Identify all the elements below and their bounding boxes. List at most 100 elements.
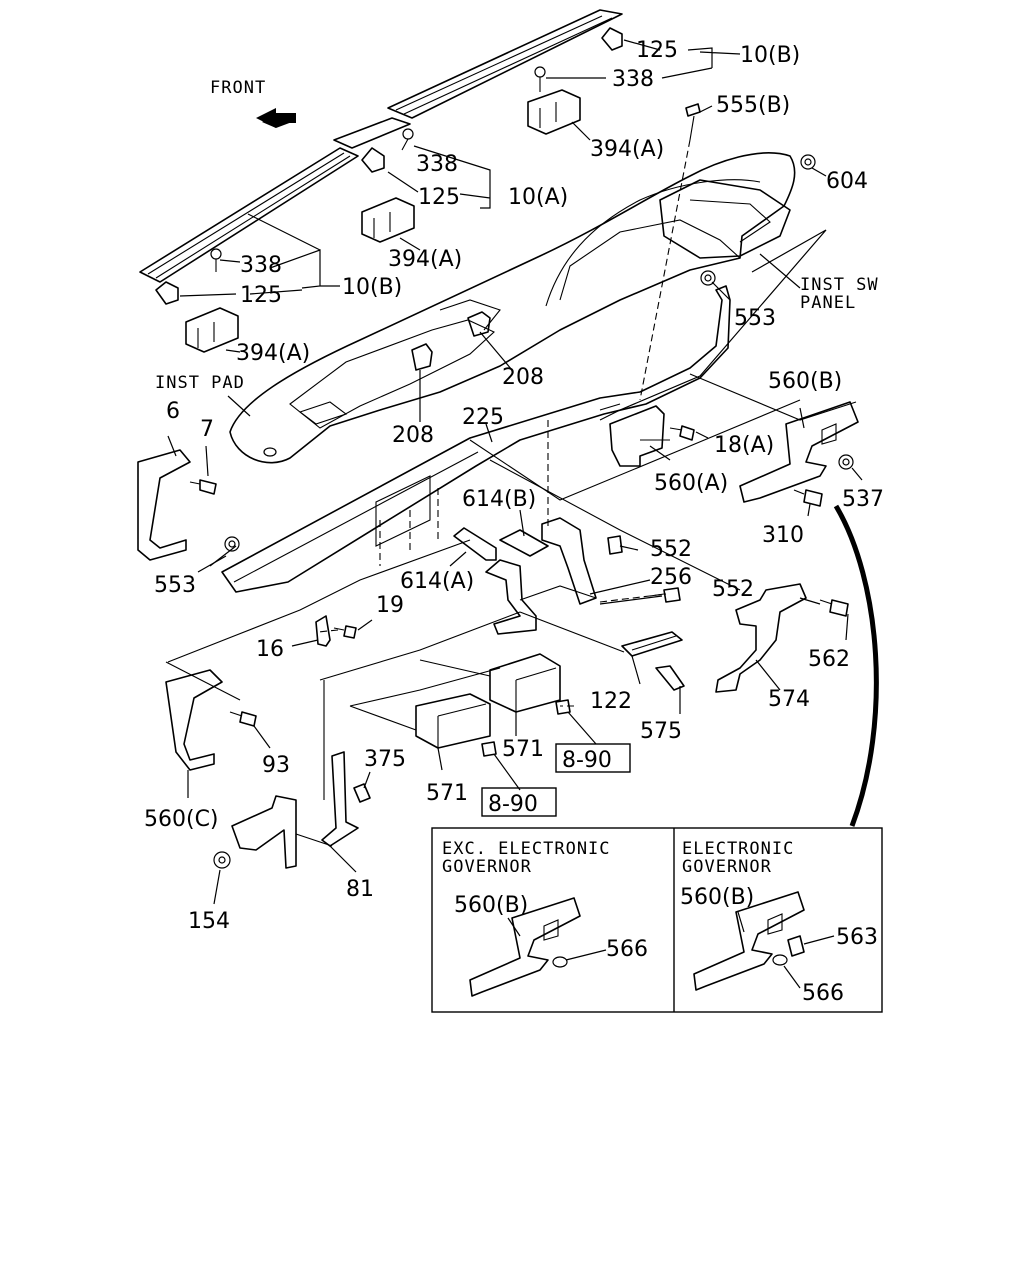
label-571-upper: 571 [502,737,544,762]
instrument-pad [229,152,796,464]
label-571-lower: 571 [426,781,468,806]
label-552-a: 552 [650,537,692,562]
box-571-upper [489,653,561,713]
leader-lines [167,39,863,905]
label-375: 375 [364,747,406,772]
label-8-90-upper: 8-90 [562,748,612,773]
label-338-upper: 338 [612,67,654,92]
bracket-574 [715,583,807,693]
label-122: 122 [590,689,632,714]
bracket-614b [499,529,549,557]
bracket-560c [165,669,223,771]
label-8-90-lower: 8-90 [488,792,538,817]
screw-571-upper [555,699,571,715]
inset-label-566-right: 566 [802,981,844,1006]
label-208-b: 208 [392,423,434,448]
bolt-552-a [607,535,623,555]
nut-537 [838,454,854,470]
label-81: 81 [346,877,374,902]
ref-box-8-90-lower [481,787,557,817]
label-10a: 10(A) [508,185,568,210]
inset-label-560b-left: 560(B) [454,893,528,918]
bracket-560a [609,405,670,467]
label-552-b: 552 [712,577,754,602]
inset-callout-curve [833,504,879,827]
box-571-lower [415,693,491,749]
inset-left-title-1: EXC. ELECTRONIC [442,839,611,859]
clip-125-upper [601,27,623,51]
bolt-19 [333,625,357,639]
governor-inset [431,827,883,1013]
bolt-93 [229,711,257,727]
bolt-562 [819,599,849,617]
label-7: 7 [200,417,214,442]
nut-154 [213,851,231,869]
inset-right-title-2: GOVERNOR [682,857,772,877]
nut-604 [800,154,816,170]
clip-125-middle [361,147,385,173]
label-16: 16 [256,637,284,662]
label-125-upper: 125 [636,38,678,63]
clip-208-a [467,311,491,337]
label-10b-upper: 10(B) [740,43,800,68]
clip-208-b [411,343,433,371]
label-553-lower: 553 [154,573,196,598]
label-19: 19 [376,593,404,618]
label-310: 310 [762,523,804,548]
inst-sw-label: INST SW [800,275,879,295]
label-338-lower: 338 [240,253,282,278]
bracket-614a [453,527,497,561]
label-125-middle: 125 [418,185,460,210]
pin-375 [353,783,371,803]
center-support-256 [485,517,597,635]
inst-pad-label: INST PAD [155,373,245,393]
inset-label-560b-right: 560(B) [680,885,754,910]
garnish-strip-middle [333,117,411,149]
screw-338-lower [210,248,222,272]
bracket-81 [231,751,359,869]
screw-571-lower [481,741,497,757]
label-225: 225 [462,405,504,430]
label-208-a: 208 [502,365,544,390]
label-562: 562 [808,647,850,672]
label-394a-lower: 394(A) [236,341,310,366]
label-10b-lower: 10(B) [342,275,402,300]
label-574: 574 [768,687,810,712]
dashed-guides [317,139,691,707]
bolt-555b [685,103,701,141]
inset-left-title-2: GOVERNOR [442,857,532,877]
front-label: FRONT [210,78,266,98]
label-256: 256 [650,565,692,590]
front-arrow-icon [256,108,296,128]
label-394a-upper: 394(A) [590,137,664,162]
clip-125-lower [155,281,179,305]
label-125-lower: 125 [240,283,282,308]
inst-sw-panel [659,179,791,259]
label-93: 93 [262,753,290,778]
garnish-strip-upper [387,9,623,119]
bolt-7 [189,479,217,495]
label-614b: 614(B) [462,487,536,512]
label-560a: 560(A) [654,471,728,496]
bolt-575 [655,665,685,691]
label-6: 6 [166,399,180,424]
label-18a: 18(A) [714,433,774,458]
label-338-middle: 338 [416,152,458,177]
inset-label-563: 563 [836,925,878,950]
label-560b: 560(B) [768,369,842,394]
panel-label: PANEL [800,293,856,313]
label-575: 575 [640,719,682,744]
guide-lines [165,373,857,800]
bolt-310 [793,489,823,507]
bolt-552-b [649,587,681,603]
label-537: 537 [842,487,884,512]
bracket-560b [739,401,859,503]
inset-label-566-left: 566 [606,937,648,962]
label-560c: 560(C) [144,807,219,832]
connector-122 [621,631,683,657]
bracket-394a-lower [185,307,239,353]
label-604: 604 [826,169,868,194]
screw-338-upper [534,66,546,92]
label-555b: 555(B) [716,93,790,118]
